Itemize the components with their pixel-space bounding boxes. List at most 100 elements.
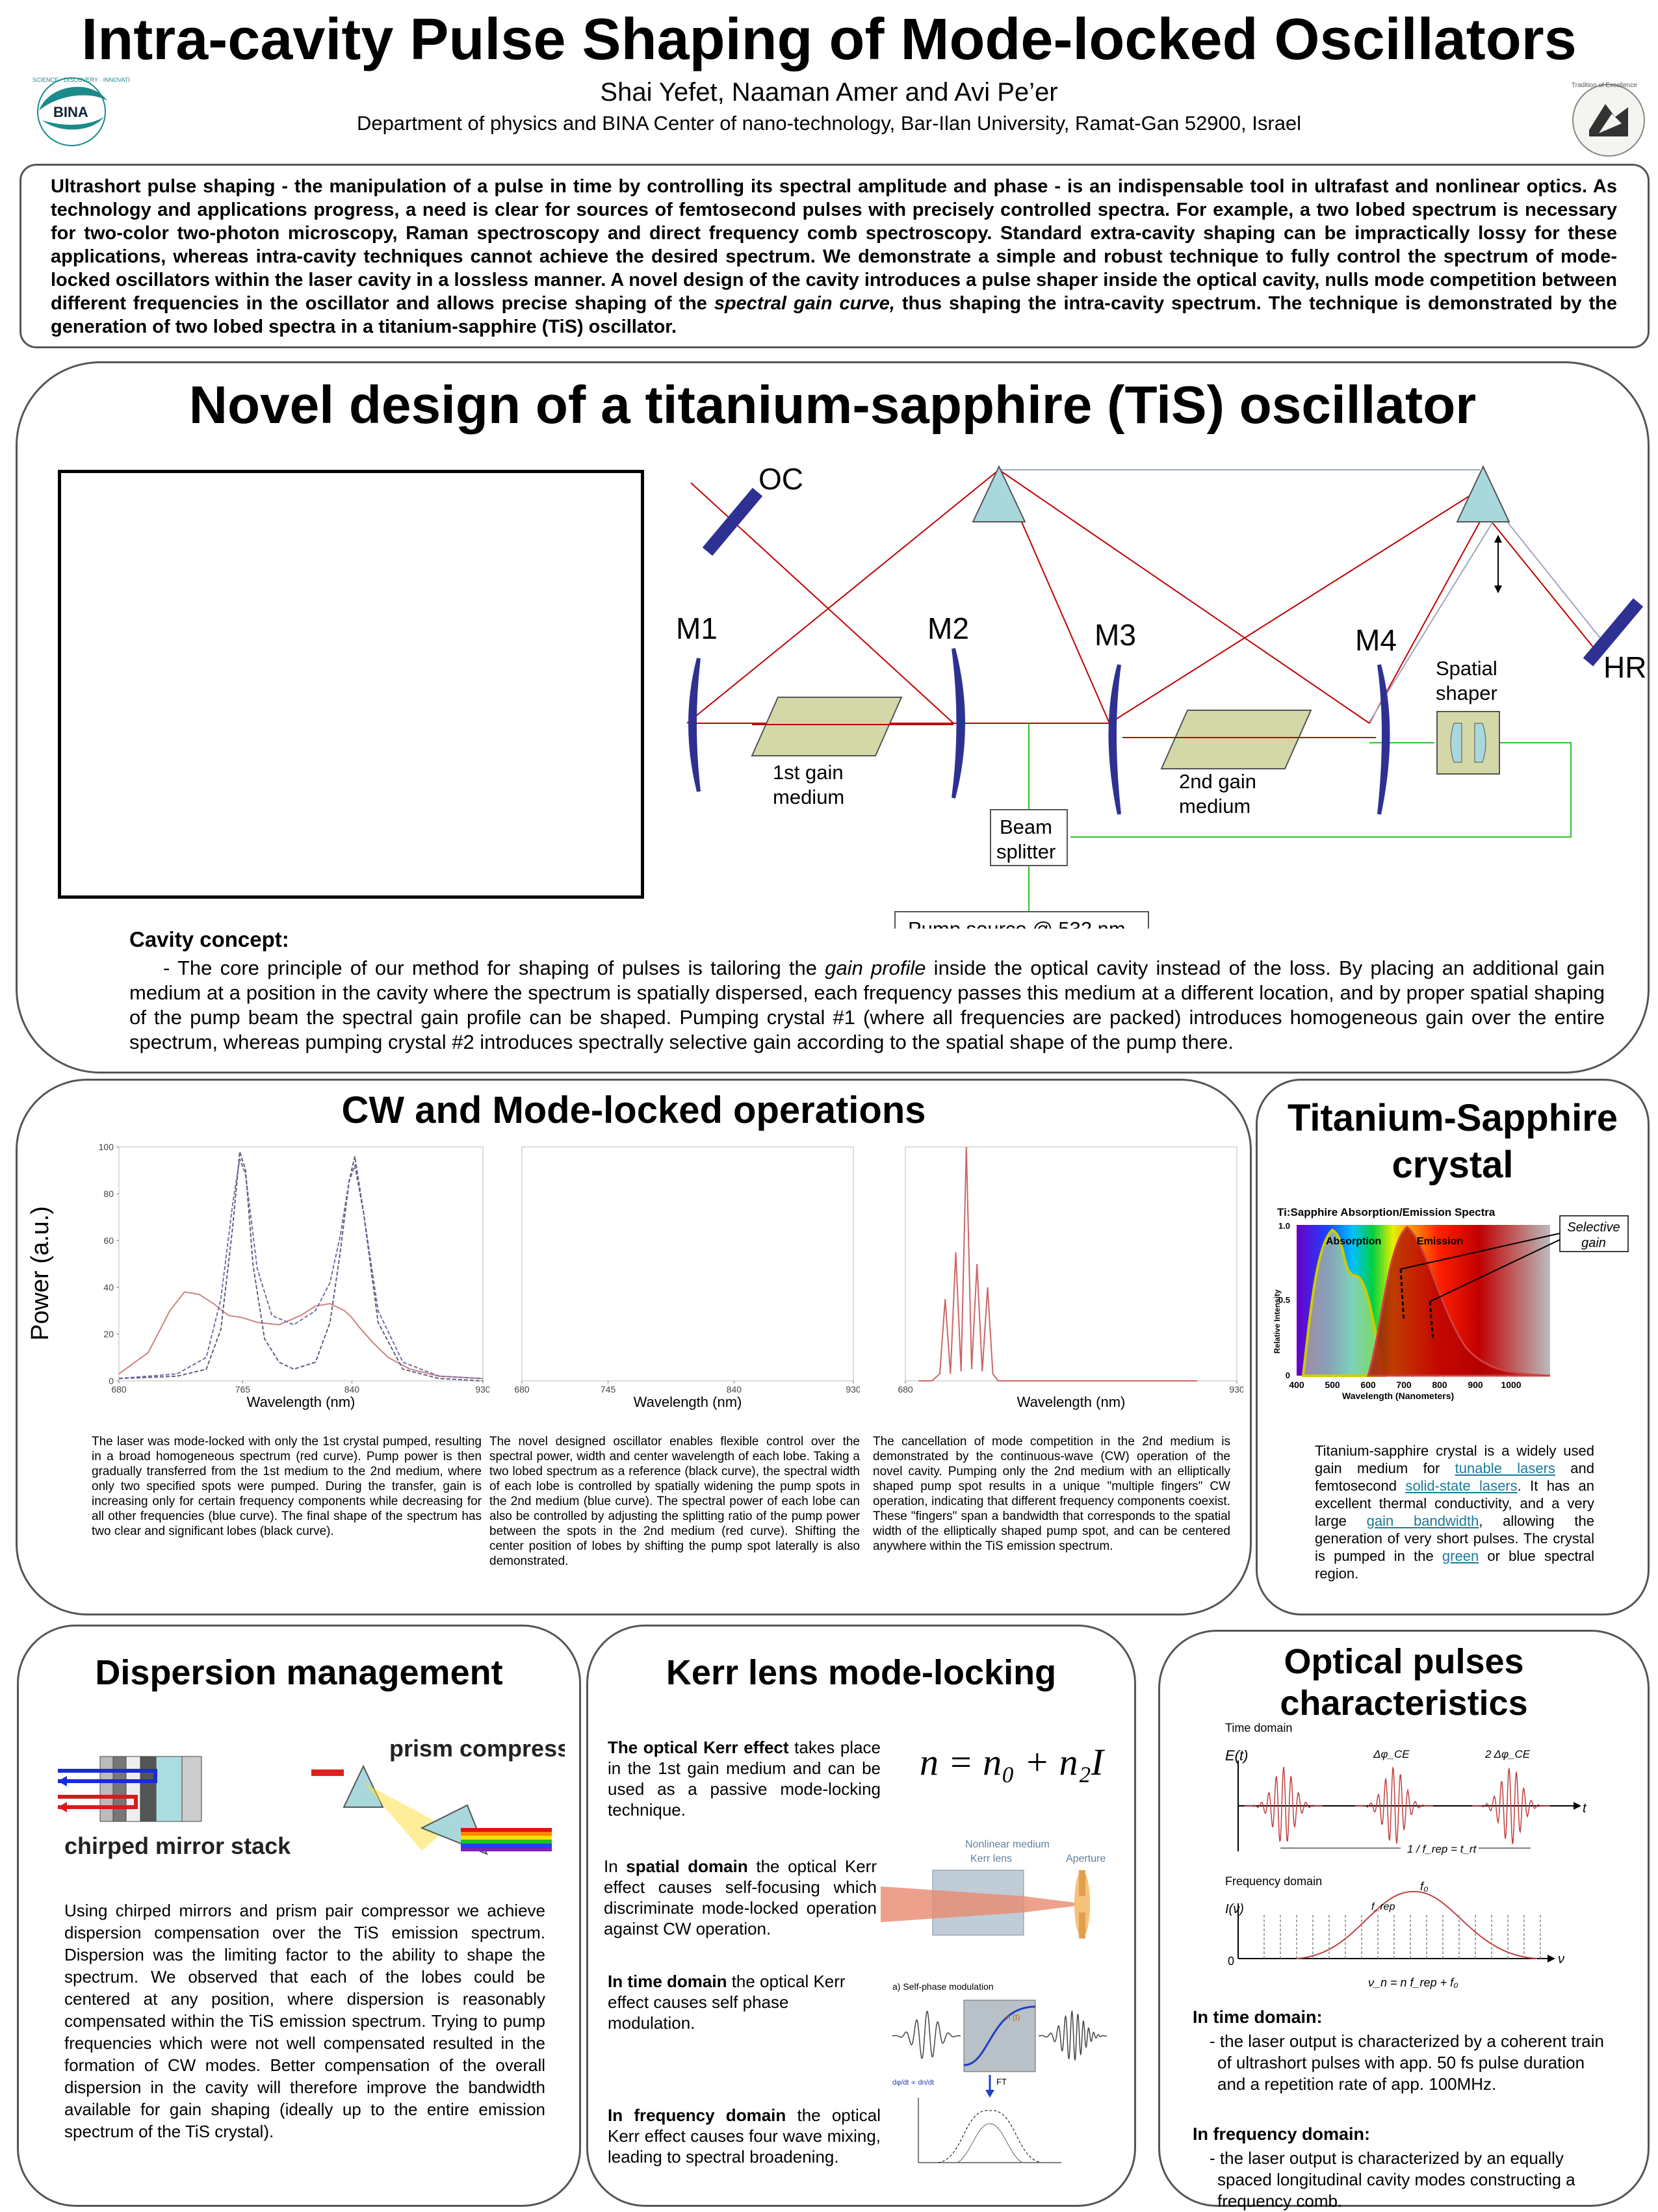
pulses-time-text: - the laser output is characterized by a…	[1210, 2031, 1604, 2094]
tis-spectra-chart: Ti:Sapphire Absorption/Emission Spectra …	[1273, 1206, 1629, 1401]
tis-xtick-1000: 1000	[1501, 1380, 1521, 1390]
cw-panel: CW and Mode-locked operations Power (a.u…	[16, 1079, 1252, 1615]
series-line-1	[118, 1158, 484, 1380]
xtick-label: 680	[111, 1384, 127, 1395]
cw-heading: CW and Mode-locked operations	[341, 1089, 926, 1131]
dispersion-panel: Dispersion management chirped mirror sta…	[17, 1625, 581, 2207]
ytick-label: 20	[103, 1329, 114, 1339]
ytick-label: 80	[103, 1189, 114, 1199]
rep-period-label: 1 / f_rep = t_rt	[1407, 1843, 1477, 1855]
label-shaper-b: shaper	[1436, 682, 1497, 704]
label-oc: OC	[758, 462, 803, 496]
affiliation: Department of physics and BINA Center of…	[356, 112, 1302, 135]
series-line-2	[118, 1151, 484, 1382]
abstract-panel: Ultrashort pulse shaping - the manipulat…	[19, 164, 1650, 348]
two-phi-ce-label: 2 Δφ_CE	[1484, 1748, 1531, 1760]
link-green[interactable]: green	[1442, 1548, 1479, 1564]
m3-mirror	[1108, 664, 1121, 815]
xtick-label: 930	[1229, 1384, 1243, 1395]
label-hr: HR	[1603, 650, 1646, 684]
pulses-figure: Time domain E(t) t Δφ_CE 2 Δφ_CE 1 / f_r…	[1225, 1721, 1587, 1968]
label-m2: M2	[927, 611, 969, 645]
xtick-label: 680	[898, 1384, 913, 1395]
bina-logo-text: BINA	[53, 104, 88, 120]
label-gain1-a: 1st gain	[773, 761, 844, 784]
plot-frame	[118, 1146, 484, 1382]
label-m1: M1	[676, 611, 718, 645]
series-line-0	[118, 1291, 484, 1380]
fig-dphi-label: dφ/dt ∝ dn/dt	[892, 2079, 934, 2087]
comb-equation: ν_n = n f_rep + f₀	[1368, 1976, 1458, 1989]
pulses-time-heading: In time domain:	[1193, 2007, 1323, 2027]
m2-mirror	[952, 648, 965, 799]
xtick-label: 765	[235, 1384, 251, 1395]
fig-spm-label: a) Self-phase modulation	[892, 1981, 994, 1992]
tis-xtick-500: 500	[1325, 1380, 1340, 1390]
ytick-label: 100	[99, 1142, 114, 1152]
cw-caption-1: The laser was mode-locked with only the …	[92, 1435, 482, 1538]
kerr-equation: n = n₀ + n₂I	[920, 1741, 1104, 1783]
prism-1	[972, 465, 1026, 522]
dispersion-text: Using chirped mirrors and prism pair com…	[64, 1901, 545, 2141]
university-logo: Tradition of Excellence	[1572, 82, 1645, 157]
label-gain1-b: medium	[773, 786, 844, 808]
cavity-diagram: OC M1 M2 M3 M4 HR 1st gain medium 2nd ga…	[676, 462, 1646, 929]
series-line-0	[918, 1146, 1197, 1382]
ytick-label: 40	[103, 1282, 114, 1292]
plot-frame	[905, 1146, 1237, 1382]
authors: Shai Yefet, Naaman Amer and Avi Pe’er	[600, 78, 1058, 107]
label-gain2-a: 2nd gain	[1179, 770, 1256, 793]
xaxis-label: Wavelength (nm)	[1017, 1394, 1126, 1410]
xtick-label: 840	[344, 1384, 360, 1395]
cw-ylabel: Power (a.u.)	[27, 1206, 54, 1341]
fig-kerrlens-label: Kerr lens	[970, 1853, 1012, 1864]
cw-caption-2: The novel designed oscillator enables fl…	[489, 1435, 860, 1568]
fig-n-label: n (t)	[1006, 2013, 1020, 2022]
label-splitter-a: Beam	[1000, 816, 1052, 838]
tis-absorption-label: Absorption	[1326, 1236, 1381, 1247]
tis-chart-title: Ti:Sapphire Absorption/Emission Spectra	[1277, 1206, 1496, 1218]
xtick-label: 680	[514, 1384, 530, 1395]
zero-label: 0	[1228, 1955, 1234, 1968]
link-tunable-lasers[interactable]: tunable lasers	[1455, 1460, 1555, 1476]
xtick-label: 930	[846, 1384, 860, 1395]
chirped-mirror-label: chirped mirror stack	[64, 1833, 291, 1859]
selective-gain-b: gain	[1581, 1236, 1606, 1250]
nu-axis-label: ν	[1558, 1952, 1564, 1966]
bina-logo: BINA SCIENCE · DISCOVERY · INNOVATION	[32, 77, 130, 146]
abstract-text: Ultrashort pulse shaping - the manipulat…	[51, 176, 1617, 337]
cavity-concept-text: - The core principle of our method for s…	[129, 957, 1605, 1053]
tis-xtick-600: 600	[1360, 1380, 1376, 1390]
link-gain-bandwidth[interactable]: gain bandwidth	[1366, 1513, 1479, 1529]
novel-design-heading: Novel design of a titanium-sapphire (TiS…	[188, 376, 1477, 435]
tis-xtick-400: 400	[1289, 1380, 1304, 1390]
label-shaper-a: Spatial	[1436, 657, 1497, 680]
label-pump: Pump source @ 532 nm	[908, 918, 1126, 929]
novel-design-panel: Novel design of a titanium-sapphire (TiS…	[16, 361, 1650, 1074]
tis-ytick-1: 1.0	[1278, 1221, 1290, 1231]
xaxis-label: Wavelength (nm)	[247, 1394, 356, 1410]
link-solid-state-lasers[interactable]: solid-state lasers	[1405, 1478, 1518, 1494]
tis-xtick-900: 900	[1468, 1380, 1483, 1390]
plot-frame	[521, 1146, 854, 1382]
poster-title: Intra-cavity Pulse Shaping of Mode-locke…	[81, 7, 1577, 72]
kerr-panel: Kerr lens mode-locking The optical Kerr …	[586, 1625, 1136, 2207]
xtick-label: 745	[601, 1384, 616, 1395]
hr-mirror	[1583, 598, 1644, 667]
kerr-paragraph-4: In frequency domain the optical Kerr eff…	[608, 2105, 881, 2167]
figure-placeholder-box	[58, 470, 644, 899]
prism-compressor-label: prism compressor	[389, 1735, 565, 1762]
gain-medium-1	[751, 697, 903, 756]
cavity-concept-heading: Cavity concept:	[129, 927, 289, 951]
cw-caption-3: The cancellation of mode competition in …	[873, 1435, 1230, 1553]
xaxis-label: Wavelength (nm)	[634, 1394, 742, 1410]
pulses-freq-text: - the laser output is characterized by a…	[1210, 2148, 1575, 2211]
phi-ce-label: Δφ_CE	[1373, 1748, 1410, 1760]
kerr-paragraph-3: In time domain the optical Kerr effect c…	[608, 1972, 846, 2033]
m1-mirror	[688, 658, 701, 792]
